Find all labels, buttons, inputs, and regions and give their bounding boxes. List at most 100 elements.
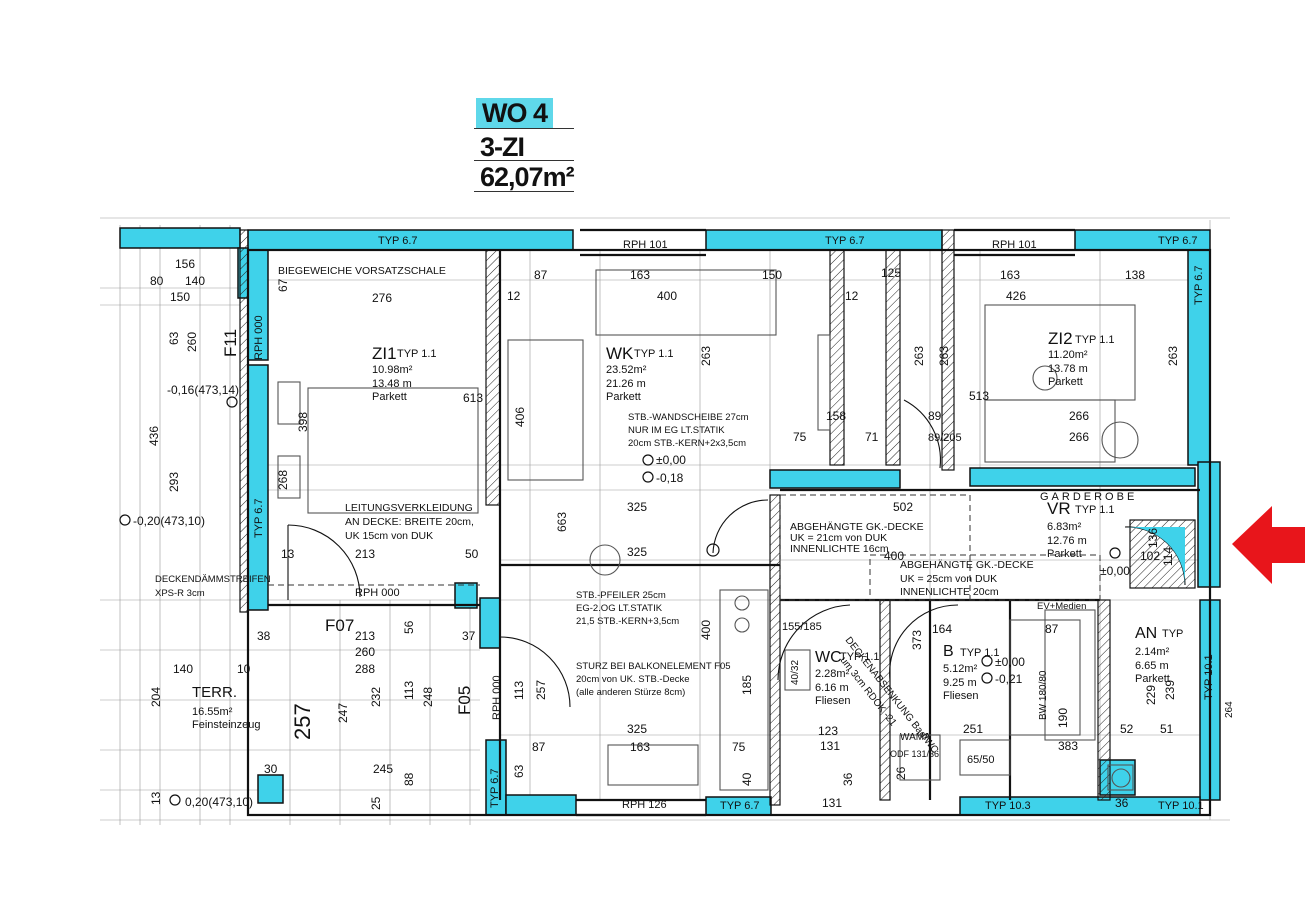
dimension: 56 (402, 620, 416, 634)
note-decke: INNENLICHTE 20cm (900, 586, 999, 598)
note-pfeiler: STB.-PFEILER 25cm (576, 590, 666, 601)
level-value: ±0,00 (1100, 564, 1130, 578)
dimension: 75 (732, 740, 746, 754)
dimension: 131 (822, 796, 842, 810)
dimension: 113 (512, 681, 526, 700)
room-floor: Fliesen (943, 690, 978, 702)
wall-type-label: TYP 10.1 (1203, 654, 1215, 700)
dimension: 163 (630, 268, 650, 282)
dimension: 38 (257, 629, 271, 643)
wall-type-label: RPH 101 (992, 239, 1037, 251)
level-value: 0,20(473,10) (185, 795, 253, 809)
dimension: 40 (740, 772, 754, 786)
wall-type-label: TYP 10.1 (1158, 800, 1204, 812)
dimension: 229 (1144, 685, 1158, 705)
dimension: 613 (463, 391, 483, 405)
note-odf: ODF 131/36 (890, 749, 939, 759)
dimension: 163 (630, 740, 650, 754)
dimension: 37 (462, 629, 476, 643)
room-perimeter: 9.25 m (943, 677, 977, 689)
wall-type-label: RPH 000 (253, 315, 265, 360)
note-leitung: AN DECKE: BREITE 20cm, (345, 516, 474, 528)
dimension: 293 (167, 472, 181, 492)
note-leitung: LEITUNGSVERKLEIDUNG (345, 502, 473, 514)
dimension: 373 (910, 630, 924, 650)
dimension: 266 (1069, 430, 1089, 444)
room-perimeter: 13.78 m (1048, 363, 1088, 375)
dimension: 63 (167, 331, 181, 345)
note-wama: WAMA (900, 732, 931, 743)
note-decke: ABGEHÄNGTE GK.-DECKE (790, 521, 924, 533)
note-wandscheibe: NUR IM EG LT.STATIK (628, 425, 725, 436)
room-type: TYP 1.1 (397, 348, 437, 360)
dimension: 131 (820, 739, 840, 753)
room-code-wc: WC (815, 649, 842, 666)
dimension: 213 (355, 629, 375, 643)
dimension: 263 (1166, 346, 1180, 366)
dimension: 190 (1056, 708, 1070, 728)
level-marker-icons (119, 396, 1121, 806)
dimension: 113 (402, 681, 416, 700)
dimension: 325 (627, 722, 647, 736)
dimension: 36 (1115, 796, 1129, 810)
door-size: 155/185 (782, 621, 822, 633)
level-value: -0,21 (995, 672, 1023, 686)
dimension: 266 (1069, 409, 1089, 423)
dimension: 232 (369, 687, 383, 707)
window-label: F05 (455, 686, 474, 715)
note-garderobe: GARDEROBE (1040, 491, 1137, 503)
furniture (277, 269, 1139, 791)
dimension: 260 (355, 645, 375, 659)
room-perimeter: 6.16 m (815, 682, 849, 694)
wall-type-label: TYP 6.7 (489, 768, 501, 808)
dimension: 257 (290, 703, 315, 740)
room-area: 5.12m² (943, 663, 978, 675)
note-wandscheibe: 20cm STB.-KERN+2x3,5cm (628, 438, 746, 449)
unit-label: WO 4 (476, 98, 554, 129)
dimension: 138 (1125, 268, 1145, 282)
note-decke: ABGEHÄNGTE GK.-DECKE (900, 559, 1034, 571)
room-code-b: B (943, 643, 954, 660)
dimension: 248 (421, 687, 435, 707)
wall-type-label: RPH 101 (623, 239, 668, 251)
dimension: 67 (276, 278, 290, 292)
dimension: 12 (845, 289, 859, 303)
room-floor: Parkett (1048, 376, 1083, 388)
wall-type-label: RPH 000 (355, 587, 400, 599)
dimension: 325 (627, 545, 647, 559)
dimension: 51 (1160, 722, 1174, 736)
dimension: 25 (369, 796, 383, 810)
room-area: 6.83m² (1047, 521, 1082, 533)
note-decke: INNENLICHTE 16cm (790, 543, 889, 555)
note-pfeiler: EG-2.OG LT.STATIK (576, 603, 663, 614)
wall-type-label: TYP 6.7 (825, 235, 865, 247)
dimension: 247 (336, 703, 350, 723)
note-wandscheibe: STB.-WANDSCHEIBE 27cm (628, 412, 749, 423)
dimension: 400 (699, 620, 713, 640)
dimension: 245 (373, 762, 393, 776)
room-area: 2.14m² (1135, 646, 1170, 658)
note-leitung: UK 15cm von DUK (345, 530, 433, 542)
dimension: 150 (762, 268, 782, 282)
dimension: 140 (185, 274, 205, 288)
wall-type-label: TYP 6.7 (378, 235, 418, 247)
dimension: 502 (893, 500, 913, 514)
wall-type-label: TYP 10.3 (985, 800, 1031, 812)
dimension: 251 (963, 722, 983, 736)
dimension: 12 (507, 289, 521, 303)
unit-area: 62,07m² (480, 162, 575, 192)
note-wc-basin: 40/32 (790, 660, 801, 685)
note-vorsatzschale: BIEGEWEICHE VORSATZSCHALE (278, 265, 446, 277)
room-code-terr: TERR. (192, 684, 237, 701)
room-area: 11.20m² (1048, 349, 1088, 361)
room-type: TYP 1.1 (634, 348, 674, 360)
room-area: 23.52m² (606, 364, 647, 376)
door-swings (287, 399, 1186, 708)
dimension: 123 (818, 724, 838, 738)
room-floor: Parkett (606, 391, 641, 403)
room-area: 16.55m² (192, 706, 233, 718)
dimension: 436 (147, 426, 161, 446)
room-code-vr: VR (1047, 499, 1071, 518)
dimension: 204 (149, 687, 163, 707)
